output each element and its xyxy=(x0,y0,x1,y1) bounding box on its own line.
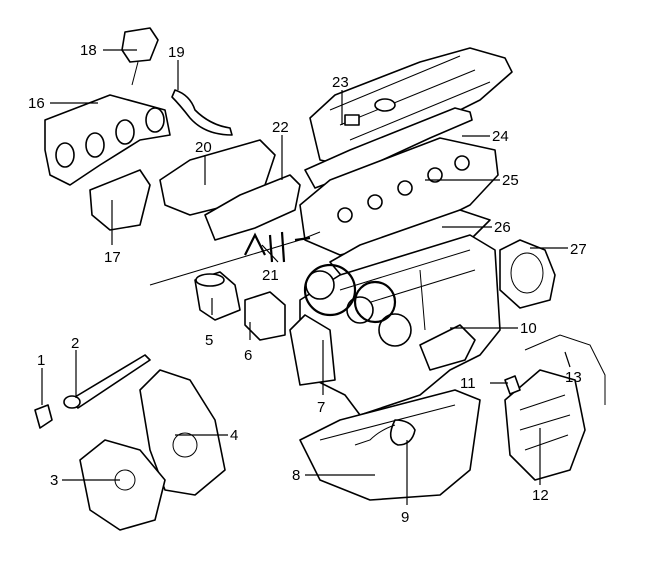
callout-12: 12 xyxy=(532,487,549,504)
callout-19: 19 xyxy=(168,44,185,61)
callout-1: 1 xyxy=(37,352,45,369)
callout-3: 3 xyxy=(50,472,58,489)
timing-cover xyxy=(139,369,226,496)
intake-manifold-gasket xyxy=(204,174,301,241)
callout-25: 25 xyxy=(502,172,519,189)
oil-pump xyxy=(79,439,166,531)
egr-pipe xyxy=(171,89,233,136)
callout-8: 8 xyxy=(292,467,300,484)
pulley xyxy=(34,404,53,429)
callout-24: 24 xyxy=(492,128,509,145)
callout-4: 4 xyxy=(230,427,238,444)
callout-23: 23 xyxy=(332,74,349,91)
injection-pump xyxy=(504,369,586,481)
callout-21: 21 xyxy=(262,267,279,284)
leader-lines xyxy=(41,49,571,505)
callout-16: 16 xyxy=(28,95,45,112)
engine-block xyxy=(289,234,501,416)
callout-13: 13 xyxy=(565,369,582,386)
callout-7: 7 xyxy=(317,399,325,416)
oil-pickup xyxy=(389,419,416,446)
egr-valve xyxy=(121,27,159,63)
callout-6: 6 xyxy=(244,347,252,364)
watermark-logo xyxy=(244,231,397,324)
callout-5: 5 xyxy=(205,332,213,349)
callout-11: 11 xyxy=(460,375,476,392)
callout-22: 22 xyxy=(272,119,289,136)
callout-18: 18 xyxy=(80,42,97,59)
crankshaft-sprocket-shaft xyxy=(69,354,151,409)
callout-20: 20 xyxy=(195,139,212,156)
water-pump xyxy=(244,291,286,341)
callout-9: 9 xyxy=(401,509,409,526)
sensor xyxy=(504,375,521,395)
rear-seal-housing xyxy=(499,239,556,309)
callout-27: 27 xyxy=(570,241,587,258)
callout-10: 10 xyxy=(520,320,537,337)
oil-pan xyxy=(299,389,481,501)
callout-labels: 1 2 3 4 5 6 7 8 9 10 11 12 13 16 17 18 1… xyxy=(28,42,587,526)
callout-17: 17 xyxy=(104,249,121,266)
heat-shield xyxy=(89,169,151,231)
cylinder-head xyxy=(299,137,499,256)
dipstick-tube xyxy=(149,231,321,286)
callout-2: 2 xyxy=(71,335,79,352)
injection-line xyxy=(524,334,606,405)
exhaust-manifold xyxy=(44,94,171,186)
callout-26: 26 xyxy=(494,219,511,236)
